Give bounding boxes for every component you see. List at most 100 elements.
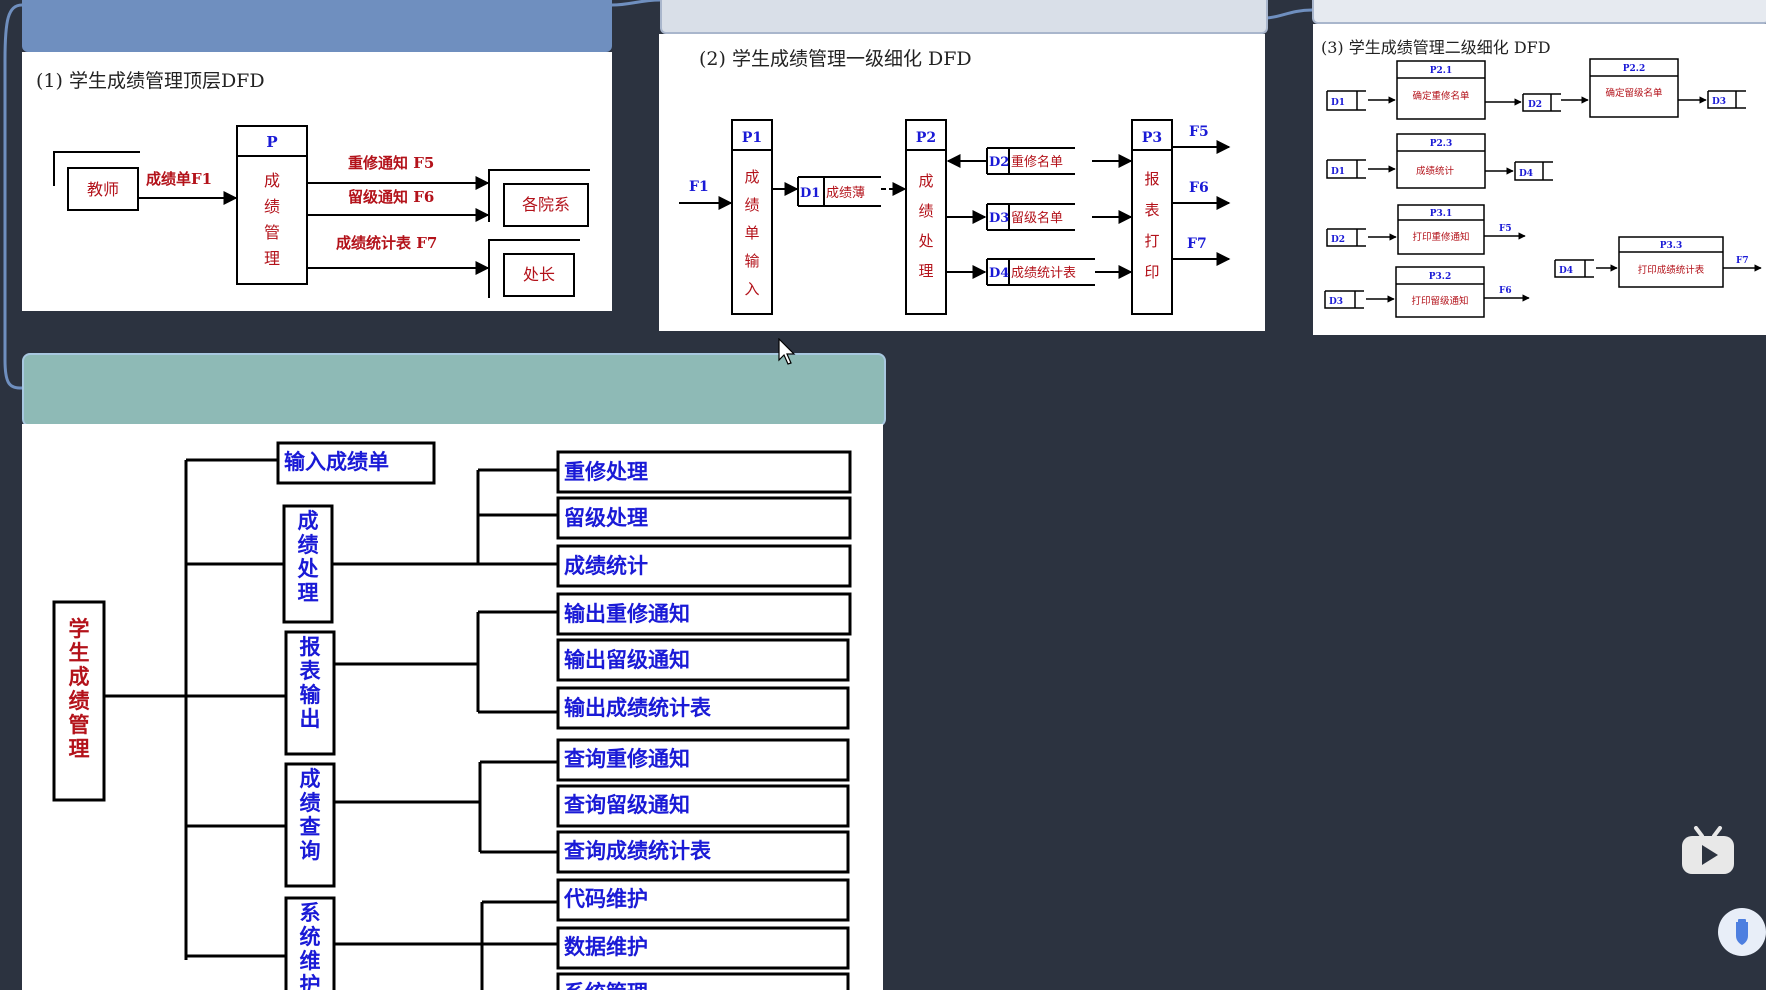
node-bar-1[interactable] — [22, 0, 612, 52]
child-2-2: 查询成绩统计表 — [564, 838, 712, 863]
root-char-5: 理 — [69, 736, 90, 761]
shield-button[interactable] — [1716, 906, 1766, 956]
l2-store-7: D4 — [1559, 266, 1573, 276]
process-p-id: P — [266, 133, 277, 151]
store-d1-id: D1 — [800, 186, 820, 201]
panel1-title: (1) 学生成绩管理顶层DFD — [36, 70, 265, 92]
p2-char-0: 成 — [918, 172, 933, 190]
child-1-2: 输出成绩统计表 — [564, 695, 712, 720]
flow-f1: 成绩单F1 — [146, 170, 212, 188]
l2-flow-f5: F5 — [1499, 224, 1512, 234]
dfd-level1-diagram: F1 P1 成 绩 单 输 入 D1 成绩薄 P2 成 绩 处 理 D2 — [679, 119, 1231, 315]
p3-char-2: 打 — [1144, 232, 1159, 250]
store-d2-id: D2 — [989, 155, 1009, 170]
store-d3-id: D3 — [989, 211, 1009, 226]
mouse-cursor — [778, 338, 796, 365]
p1-char-1: 绩 — [744, 196, 759, 214]
root-char-1: 生 — [69, 640, 90, 665]
p3-char-0: 报 — [1144, 170, 1159, 188]
child-1-0: 输出重修通知 — [564, 601, 690, 626]
p1-char-0: 成 — [744, 168, 759, 186]
l2-p32-id: P3.2 — [1429, 272, 1451, 282]
flow-f5: 重修通知 F5 — [348, 154, 434, 172]
group2-char-1: 绩 — [300, 790, 321, 815]
group0-char-1: 绩 — [298, 532, 319, 557]
store-d2-name: 重修名单 — [1011, 154, 1063, 170]
child-2-0: 查询重修通知 — [564, 746, 690, 771]
group2-char-3: 询 — [300, 838, 321, 863]
play-icon — [1682, 826, 1734, 874]
store-d1-name: 成绩薄 — [826, 186, 865, 201]
dfd-top-level-diagram: 教师 成绩单F1 P 成 绩 管 理 重修通知 F5 留级通知 F6 成绩统计表… — [53, 125, 590, 298]
group0-char-0: 成 — [298, 508, 319, 533]
flow-f7: 成绩统计表 F7 — [336, 234, 437, 252]
group3-char-2: 维 — [300, 948, 321, 973]
l2-flow-f7: F7 — [1736, 256, 1749, 266]
group2-char-0: 成 — [300, 766, 321, 791]
dfd-level2-panel: (3) 学生成绩管理二级细化 DFD — [1313, 24, 1766, 335]
node-bar-3[interactable] — [1312, 0, 1766, 24]
dfd-level2-diagram: P2.1 P2.2 P2.3 P3.1 P3.2 P3.3 D1 D2 D3 D… — [1324, 58, 1762, 318]
panel3-title: (3) 学生成绩管理二级细化 DFD — [1321, 38, 1551, 57]
play-button[interactable] — [1680, 826, 1736, 876]
group0-char-3: 理 — [298, 580, 319, 605]
child-0-0: 重修处理 — [564, 459, 648, 484]
l2-store-1: D2 — [1528, 100, 1542, 110]
l2-p22-id: P2.2 — [1623, 64, 1645, 74]
group1-char-0: 报 — [300, 634, 321, 659]
l2-p33-id: P3.3 — [1660, 241, 1682, 251]
child-3-1: 数据维护 — [564, 934, 648, 959]
module-tree-panel: 学 生 成 绩 管 理 输入成绩单 成 绩 处 理 报 表 输 出 成 绩 查 … — [22, 424, 883, 990]
l2-flow-f6: F6 — [1499, 286, 1512, 296]
p2-out-f6: F6 — [1189, 180, 1209, 196]
l2-store-0: D1 — [1331, 98, 1345, 108]
l2-p32-name: 打印留级通知 — [1411, 295, 1468, 307]
l2-p31-id: P3.1 — [1430, 209, 1452, 219]
p2-char-3: 理 — [918, 262, 933, 280]
l2-store-2: D3 — [1712, 97, 1726, 107]
store-d3-name: 留级名单 — [1011, 210, 1063, 226]
root-char-2: 成 — [69, 664, 90, 689]
panel2-title: (2) 学生成绩管理一级细化 DFD — [699, 48, 972, 70]
l2-store-3: D1 — [1331, 167, 1345, 177]
l2-p23-name: 成绩统计 — [1416, 165, 1455, 177]
root-char-0: 学 — [69, 616, 90, 641]
store-d4-name: 成绩统计表 — [1011, 266, 1076, 281]
child-3-2: 系统管理 — [564, 980, 648, 990]
p2-id: P2 — [916, 130, 936, 146]
l2-store-4: D4 — [1519, 169, 1533, 179]
node-bar-2[interactable] — [660, 0, 1268, 34]
process-p-char-0: 成 — [264, 171, 280, 190]
l2-p31-name: 打印重修通知 — [1412, 231, 1469, 243]
child-0-2: 成绩统计 — [564, 553, 648, 578]
p3-char-3: 印 — [1144, 263, 1159, 281]
source-teacher: 教师 — [87, 180, 119, 199]
p2-out-f7: F7 — [1187, 236, 1207, 252]
p3-char-1: 表 — [1144, 201, 1159, 219]
l2-store-5: D2 — [1331, 235, 1345, 245]
node-bar-4[interactable] — [22, 353, 886, 427]
l2-p21-id: P2.1 — [1430, 66, 1452, 76]
group3-char-1: 统 — [300, 924, 321, 949]
p2-char-2: 处 — [918, 232, 933, 250]
l2-p23-id: P2.3 — [1430, 139, 1452, 149]
dfd-level1-panel: (2) 学生成绩管理一级细化 DFD F1 P1 成 绩 单 输 入 D1 成绩… — [659, 34, 1265, 331]
group0-char-2: 处 — [297, 556, 319, 581]
p1-id: P1 — [742, 130, 762, 146]
child-3-0: 代码维护 — [563, 886, 648, 911]
sink-director: 处长 — [523, 265, 555, 284]
store-d4-id: D4 — [989, 266, 1009, 281]
p1-char-2: 单 — [744, 224, 759, 242]
shield-icon — [1718, 908, 1766, 956]
process-p-char-2: 管 — [264, 223, 280, 242]
p2-out-f5: F5 — [1189, 124, 1209, 140]
group3-char-0: 系 — [300, 900, 321, 925]
group2-char-2: 查 — [300, 814, 321, 839]
p3-id: P3 — [1142, 130, 1162, 146]
l2-store-6: D3 — [1329, 297, 1343, 307]
group1-char-1: 表 — [300, 658, 322, 683]
l2-p33-name: 打印成绩统计表 — [1638, 264, 1705, 276]
l2-p22-name: 确定留级名单 — [1605, 87, 1663, 99]
process-p-char-3: 理 — [264, 249, 280, 268]
